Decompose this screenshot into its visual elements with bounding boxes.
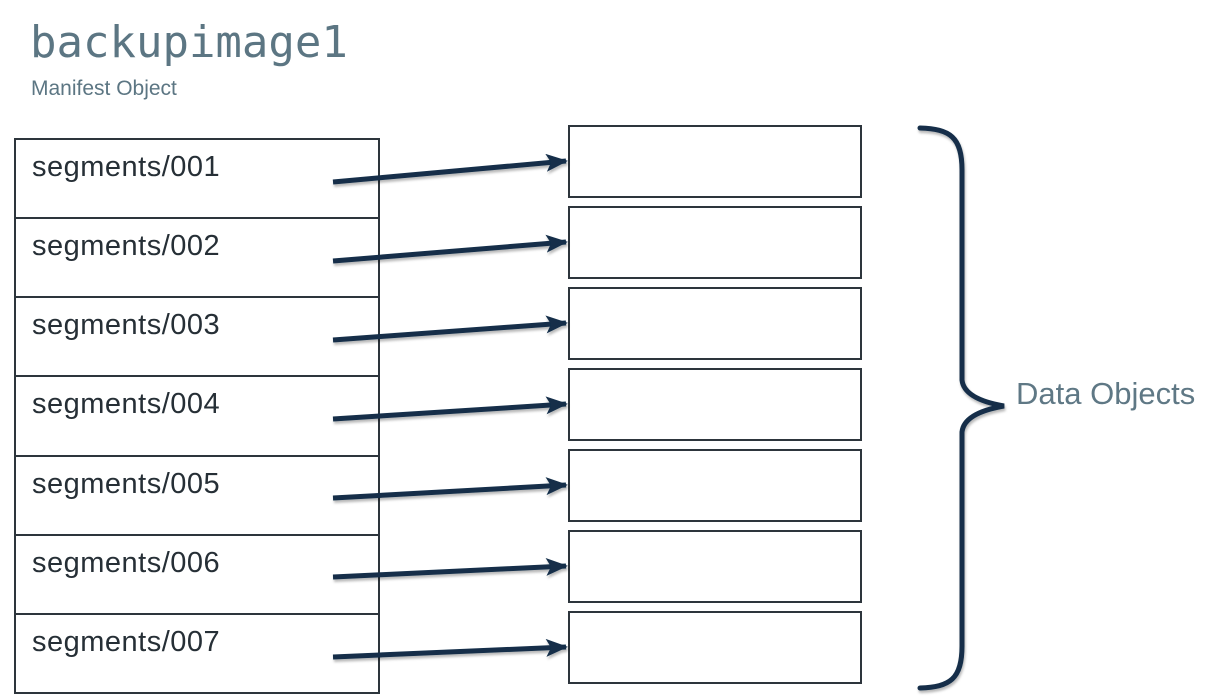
manifest-segment-row: segments/006 (16, 533, 378, 613)
segment-label: segments/003 (32, 309, 221, 342)
diagram-subtitle: Manifest Object (31, 77, 177, 100)
data-object-box (568, 449, 862, 522)
manifest-segment-row: segments/004 (16, 375, 378, 454)
data-object-box (568, 368, 862, 441)
manifest-segment-row: segments/003 (16, 296, 378, 375)
segment-label: segments/001 (32, 151, 221, 183)
data-object-box (568, 530, 862, 603)
data-object-box (568, 206, 862, 279)
data-object-box (568, 125, 862, 198)
segment-label: segments/002 (32, 230, 221, 263)
manifest-segment-row: segments/002 (16, 217, 378, 296)
data-object-box (568, 611, 862, 684)
manifest-object-table: segments/001 segments/002 segments/003 s… (14, 138, 380, 694)
manifest-segment-row: segments/005 (16, 454, 378, 534)
manifest-segment-row: segments/007 (16, 612, 378, 692)
manifest-segment-row: segments/001 (16, 140, 378, 217)
segment-label: segments/005 (32, 467, 221, 500)
curly-brace (917, 125, 1005, 691)
segment-label: segments/004 (32, 388, 221, 421)
data-objects-label: Data Objects (1016, 376, 1196, 411)
segment-label: segments/006 (32, 546, 221, 579)
data-object-box (568, 287, 862, 360)
segment-label: segments/007 (32, 625, 221, 658)
diagram-title: backupimage1 (30, 17, 348, 68)
